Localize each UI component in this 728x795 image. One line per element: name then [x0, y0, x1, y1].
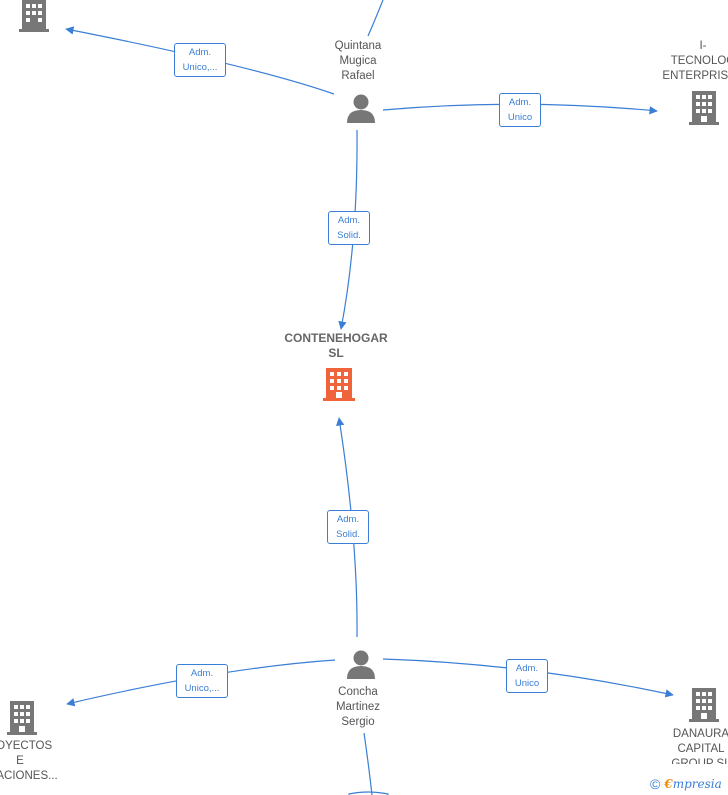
edge-label-concha-contenehogar[interactable]: Adm. Solid.	[327, 510, 369, 544]
contenehogar-company-icon[interactable]	[323, 368, 355, 401]
danaura-label[interactable]: DANAURA CAPITAL GROUP SL	[671, 728, 728, 764]
concha-person-icon[interactable]	[347, 650, 375, 680]
edge-label-concha-danaura[interactable]: Adm. Unico	[506, 659, 548, 693]
edge-label-concha-proyectos[interactable]: Adm. Unico,...	[176, 664, 228, 698]
quintana-label[interactable]: Quintana Mugica Rafael	[334, 40, 382, 82]
empresia-watermark: © €mpresia	[650, 774, 722, 794]
edge-label-quintana-i-tecnolog[interactable]: Adm. Unico	[499, 93, 541, 127]
danaura-company-icon[interactable]	[689, 688, 719, 722]
edge-label-quintana-contenehogar[interactable]: Adm. Solid.	[328, 211, 370, 245]
empresia-logo: €mpresia	[664, 777, 722, 791]
i-tecnolog-label[interactable]: I- TECNOLOG ENTERPRISES	[662, 40, 728, 82]
edge-concha-to-lower-node	[363, 732, 373, 795]
quintana-person-icon[interactable]	[347, 94, 375, 124]
edge-quintana-to-upper-node	[367, 0, 384, 37]
concha-label[interactable]: Concha Martinez Sergio	[335, 686, 381, 728]
proyectos-company-icon[interactable]	[7, 701, 37, 735]
proyectos-label[interactable]: ROYECTOS E ALACIONES...	[0, 740, 58, 782]
top-left-company-icon[interactable]	[19, 0, 49, 32]
contenehogar-label[interactable]: CONTENEHOGAR SL	[284, 331, 388, 360]
edge-lower-node-stub	[348, 791, 389, 795]
copyright-symbol: ©	[650, 776, 661, 792]
i-tecnolog-company-icon[interactable]	[689, 91, 719, 125]
edge-label-quintana-top-left[interactable]: Adm. Unico,...	[174, 43, 226, 77]
